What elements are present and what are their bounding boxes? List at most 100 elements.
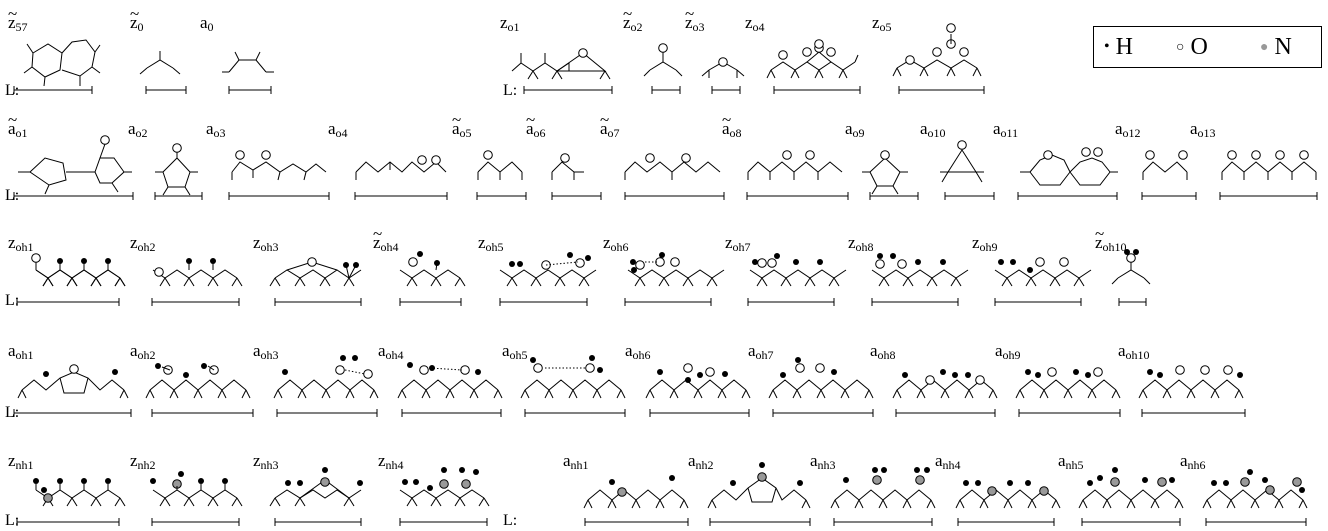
bond-chain [1221, 161, 1317, 173]
bond-stub [930, 499, 936, 509]
label-subscript: nh4 [385, 458, 404, 472]
label-subscript: 57 [15, 20, 28, 34]
bond-stub [236, 497, 243, 507]
label-subscript: nh3 [260, 458, 279, 472]
bond-stub [766, 69, 772, 79]
label-subscript: oh6 [610, 240, 629, 254]
bond [854, 54, 859, 63]
bond-stub [616, 389, 622, 399]
oxygen-atom [757, 258, 767, 268]
hydrogen-atom [112, 369, 118, 375]
hydrogen-atom [631, 267, 637, 273]
oxygen-atom [1047, 367, 1057, 377]
bond-stub [406, 497, 413, 507]
bond-stub [955, 277, 962, 287]
structure-label: ~zo3 [685, 5, 705, 33]
bond-stub [607, 499, 613, 509]
label-base: a [1058, 451, 1066, 470]
hydrogen-atom [33, 478, 39, 484]
label-subscript: o2 [135, 126, 148, 140]
bond-stub [968, 389, 974, 399]
label-base: a [130, 341, 138, 360]
oxygen-atom [575, 258, 585, 268]
bond-chain [1019, 379, 1117, 391]
oxygen-atom [1126, 253, 1136, 263]
bond-stub [1230, 499, 1236, 509]
bond-stub [421, 389, 427, 399]
bond-stub [842, 69, 848, 79]
bond [303, 171, 307, 181]
bond-chain [149, 379, 247, 391]
bond-stub [809, 277, 816, 287]
bond-stub [770, 69, 776, 79]
nitrogen-atom [987, 486, 997, 496]
bond [345, 264, 350, 279]
structure-label: ~ao8 [722, 111, 742, 139]
bond-stub [655, 499, 661, 509]
hydrogen-atom [1025, 480, 1031, 486]
hydrogen-atom [413, 479, 419, 485]
label-subscript: 0 [137, 20, 144, 34]
bond-stub [663, 277, 670, 287]
hydrogen-atom [357, 480, 363, 486]
oxygen-atom [1175, 365, 1185, 375]
label-base: a [200, 13, 208, 32]
bond-stub [721, 389, 727, 399]
label-base: z [130, 451, 138, 470]
bond-stub [950, 67, 956, 77]
length-label-row3: L: [5, 292, 20, 309]
bond-stub [634, 277, 641, 287]
oxygen-atom [585, 363, 595, 373]
structure-label: ao4 [328, 120, 348, 139]
structure-label: aoh7 [748, 342, 774, 361]
hydrogen-atom [597, 367, 603, 373]
label-base: a [1115, 119, 1123, 138]
bond-stub [1054, 277, 1061, 287]
oxygen-atom [875, 259, 885, 269]
hydrogen-atom [322, 467, 328, 473]
structure-label: zoh6 [603, 234, 629, 253]
hydrogen-bond [344, 369, 366, 375]
bond-stub [1111, 389, 1117, 399]
structure-label: anh3 [810, 452, 836, 471]
bond-stub [473, 389, 479, 399]
hydrogen-atom [285, 480, 291, 486]
bond-stub [635, 499, 641, 509]
bond-stub [878, 277, 885, 287]
oxygen-atom [533, 363, 543, 373]
bond-stub [430, 277, 437, 287]
bond-stub [1019, 389, 1025, 399]
nitrogen-atom [1039, 486, 1049, 496]
label-base: a [722, 119, 730, 138]
bond-stub [90, 277, 97, 287]
structure-label: zo4 [745, 14, 765, 33]
hydrogen-atom [1010, 259, 1016, 265]
label-subscript: nh5 [1065, 458, 1084, 472]
structure-label: ~z57 [8, 5, 28, 34]
bond [736, 69, 745, 77]
bond-stub [1250, 499, 1256, 509]
bond-stub [1006, 277, 1013, 287]
label-base: z [623, 13, 631, 32]
bond-stub [706, 277, 713, 287]
bond-stub [830, 499, 836, 509]
hydrogen-atom [1133, 249, 1139, 255]
structure-label: ~zoh4 [373, 225, 399, 253]
hydrogen-atom [402, 479, 408, 485]
bond-stub [183, 497, 190, 507]
bond [94, 44, 101, 53]
bond-stub [1001, 277, 1008, 287]
bond-stub [454, 277, 461, 287]
bond-stub [923, 67, 929, 77]
label-subscript: o3 [213, 126, 226, 140]
bond-stub [406, 277, 413, 287]
legend-item-n: ● N [1260, 34, 1292, 61]
bond-stub [343, 497, 350, 507]
bond-stub [241, 389, 247, 399]
bond-stub [294, 277, 301, 287]
bond-stub [907, 277, 914, 287]
nitrogen-atom [439, 479, 449, 489]
bond-chain [499, 269, 597, 279]
label-base: a [8, 341, 16, 360]
bond-stub [583, 499, 589, 509]
